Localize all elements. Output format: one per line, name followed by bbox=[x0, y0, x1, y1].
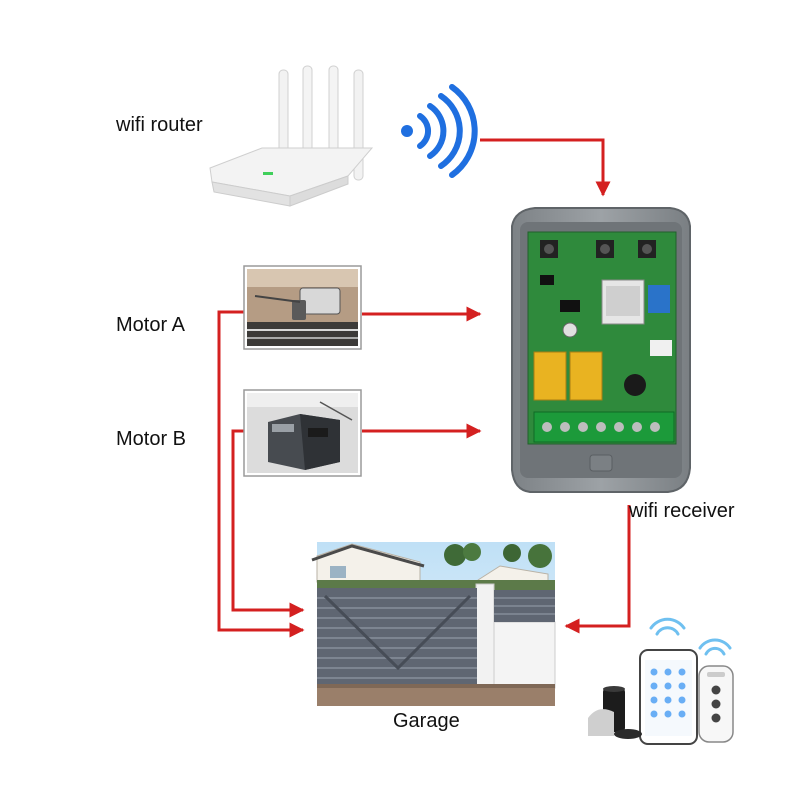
garage-door-motor-icon bbox=[243, 265, 362, 350]
label-garage: Garage bbox=[393, 710, 460, 732]
arrow-motor-a-to-garage bbox=[217, 310, 305, 638]
sliding-gate-icon bbox=[311, 542, 556, 706]
label-wifi-receiver: wifi receiver bbox=[629, 500, 735, 522]
wifi-signal-icon bbox=[649, 617, 732, 656]
wifi-signal-icon bbox=[401, 84, 478, 178]
label-motor-a: Motor A bbox=[116, 314, 185, 336]
arrow-router-to-receiver bbox=[480, 138, 611, 197]
connection-arrows bbox=[217, 138, 631, 638]
label-motor-b: Motor B bbox=[116, 428, 187, 450]
remote-control-icon bbox=[698, 665, 734, 743]
smartphone-app-icon bbox=[639, 649, 698, 745]
gate-motor-icon bbox=[243, 389, 362, 477]
label-wifi-router: wifi router bbox=[116, 114, 203, 136]
arrow-receiver-to-garage bbox=[564, 505, 631, 634]
router-status-led bbox=[263, 172, 273, 175]
receiver-terminal-block bbox=[533, 411, 675, 443]
smart-devices bbox=[588, 617, 734, 745]
smart-speaker-icon bbox=[588, 686, 642, 739]
arrow-motor-b-to-garage bbox=[231, 429, 305, 618]
wifi-router-icon bbox=[209, 65, 374, 207]
wifi-receiver-board-icon bbox=[511, 207, 691, 493]
receiver-pushbuttons bbox=[540, 240, 656, 258]
